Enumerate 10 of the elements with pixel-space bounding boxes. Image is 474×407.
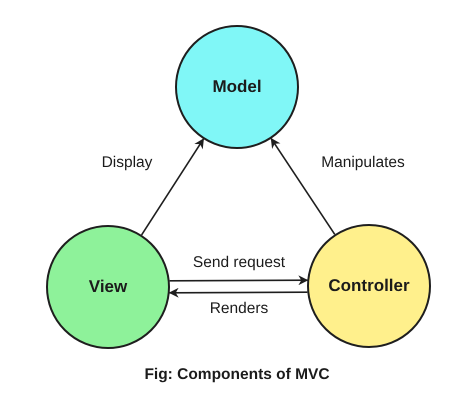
edge-label: Send request: [190, 254, 288, 272]
arrow: [270, 138, 336, 235]
arrow: [140, 138, 204, 236]
edge-label: Display: [100, 154, 154, 172]
figure-caption: Fig: Components of MVC: [144, 366, 330, 383]
node-label: Controller: [328, 276, 410, 296]
arrow: [168, 288, 308, 298]
arrow: [170, 275, 308, 286]
node-label: View: [88, 277, 128, 297]
node-label: Model: [212, 77, 262, 97]
